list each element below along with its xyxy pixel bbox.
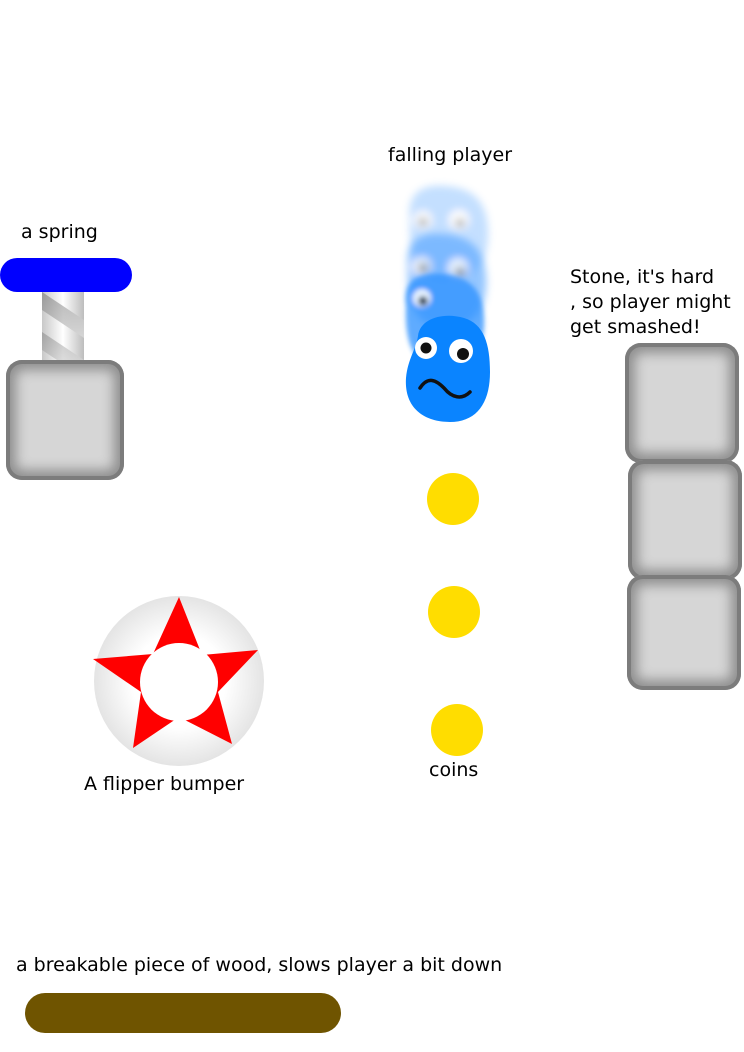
- bumper-label: A flipper bumper: [84, 773, 245, 795]
- stone-block-3: [627, 575, 741, 690]
- bumper-center: [140, 643, 218, 721]
- player-wavy-mouth: [418, 378, 472, 399]
- stone-block-2: [628, 460, 742, 580]
- spring-label: a spring: [21, 221, 98, 243]
- coin-2: [428, 586, 480, 638]
- wood-label: a breakable piece of wood, slows player …: [16, 954, 503, 976]
- breakable-wood: [25, 993, 341, 1033]
- stone-block-1: [625, 343, 739, 463]
- spring-stone-block: [6, 360, 124, 480]
- falling-player-trail: [405, 185, 490, 422]
- spring-top-pad: [0, 258, 132, 292]
- stone-label: Stone, it's hard , so player might get s…: [570, 266, 731, 338]
- coin-3: [431, 704, 483, 756]
- coins-label: coins: [429, 759, 479, 781]
- coin-1: [427, 473, 479, 525]
- spring: [0, 258, 132, 362]
- player-blob: [405, 315, 490, 422]
- flipper-bumper: [93, 596, 264, 766]
- falling-player-label: falling player: [388, 144, 513, 166]
